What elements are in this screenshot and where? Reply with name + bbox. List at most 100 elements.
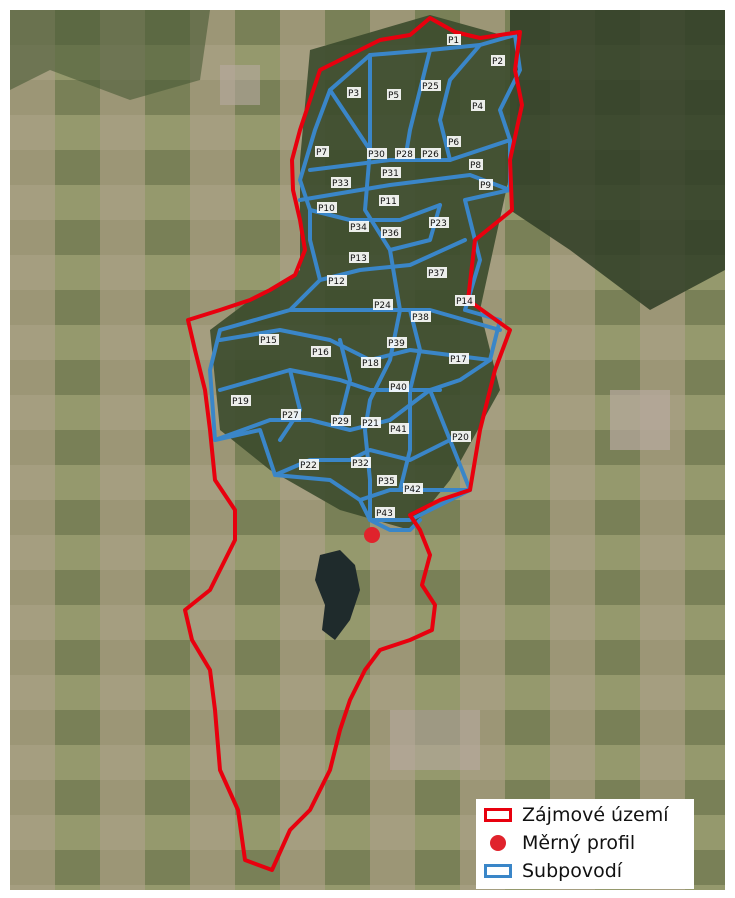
gauge-swatch bbox=[490, 835, 506, 851]
legend-item-study-area: Zájmové území bbox=[484, 802, 669, 828]
subbasin-label-bg bbox=[381, 227, 401, 238]
subbasin-label-p5: P5 bbox=[388, 91, 399, 101]
subbasin-label-bg bbox=[231, 395, 251, 406]
legend-label-gauge: Měrný profil bbox=[522, 832, 636, 854]
subbasin-label-bg bbox=[395, 148, 415, 159]
legend-label-study-area: Zájmové území bbox=[522, 804, 669, 826]
subbasin-label-bg bbox=[351, 457, 371, 468]
subbasin-label-bg bbox=[403, 483, 423, 494]
subbasin-label-bg bbox=[389, 423, 409, 434]
subbasin-label-p24: P24 bbox=[374, 301, 391, 311]
subbasin-label-bg bbox=[377, 475, 397, 486]
forest-east bbox=[510, 10, 725, 310]
subbasin-label-bg bbox=[491, 55, 505, 66]
legend-item-gauge: Měrný profil bbox=[484, 830, 635, 856]
village-south bbox=[390, 710, 480, 770]
subbasin-label-bg bbox=[361, 357, 381, 368]
study-area-swatch bbox=[484, 808, 512, 822]
subbasin-label-p25: P25 bbox=[422, 82, 439, 92]
subbasin-label-bg bbox=[469, 159, 483, 170]
subbasin-label-p31: P31 bbox=[382, 169, 399, 179]
subbasin-label-p16: P16 bbox=[312, 348, 329, 358]
subbasin-label-p26: P26 bbox=[422, 150, 439, 160]
subbasin-label-p2: P2 bbox=[492, 57, 503, 67]
subbasin-label-p14: P14 bbox=[456, 297, 473, 307]
subbasin-labels: P1P2P3P4P5P6P7P8P9P10P11P12P13P14P15P16P… bbox=[231, 34, 505, 519]
satellite-map[interactable]: P1P2P3P4P5P6P7P8P9P10P11P12P13P14P15P16P… bbox=[10, 10, 725, 890]
subbasin-label-p35: P35 bbox=[378, 477, 395, 487]
subbasin-label-bg bbox=[347, 87, 361, 98]
subbasin-label-bg bbox=[361, 417, 381, 428]
subbasin-label-p29: P29 bbox=[332, 417, 349, 427]
subbasin-label-p37: P37 bbox=[428, 269, 445, 279]
subbasin-label-bg bbox=[479, 179, 493, 190]
subbasin-label-bg bbox=[421, 148, 441, 159]
subbasin-label-p23: P23 bbox=[430, 219, 447, 229]
subbasin-label-p15: P15 bbox=[260, 336, 277, 346]
subbasin-label-bg bbox=[299, 459, 319, 470]
subbasin-label-p34: P34 bbox=[350, 223, 367, 233]
subbasin-label-bg bbox=[447, 34, 461, 45]
subbasin-label-p30: P30 bbox=[368, 150, 385, 160]
subbasin-label-bg bbox=[349, 221, 369, 232]
subbasin-label-p22: P22 bbox=[300, 461, 317, 471]
subbasin-boundaries bbox=[208, 33, 522, 532]
subbasin-label-bg bbox=[331, 415, 351, 426]
subbasin-label-p10: P10 bbox=[318, 204, 335, 214]
gauge-point[interactable] bbox=[364, 527, 380, 543]
subbasin-label-p3: P3 bbox=[348, 89, 359, 99]
subbasin-label-p9: P9 bbox=[480, 181, 491, 191]
subbasin-label-p19: P19 bbox=[232, 397, 249, 407]
subbasin-label-bg bbox=[379, 195, 399, 206]
subbasin-label-p11: P11 bbox=[380, 197, 397, 207]
subbasin-label-p21: P21 bbox=[362, 419, 379, 429]
legend-label-subbasins: Subpovodí bbox=[522, 860, 623, 882]
subbasin-label-bg bbox=[451, 431, 471, 442]
legend-item-subbasins: Subpovodí bbox=[484, 858, 622, 884]
subbasin-label-bg bbox=[449, 353, 469, 364]
subbasin-label-p4: P4 bbox=[472, 102, 483, 112]
subbasin-label-bg bbox=[349, 252, 369, 263]
subbasin-label-bg bbox=[367, 148, 387, 159]
subbasin-label-bg bbox=[429, 217, 449, 228]
subbasin-label-bg bbox=[259, 334, 279, 345]
subbasin-label-bg bbox=[387, 89, 401, 100]
subbasin-label-p27: P27 bbox=[282, 411, 299, 421]
subbasin-label-bg bbox=[375, 507, 395, 518]
subbasin-label-p40: P40 bbox=[390, 383, 407, 393]
subbasin-label-bg bbox=[455, 295, 475, 306]
subbasin-label-bg bbox=[421, 80, 441, 91]
subbasin-label-p39: P39 bbox=[388, 339, 405, 349]
subbasin-label-bg bbox=[281, 409, 301, 420]
subbasin-label-p7: P7 bbox=[316, 148, 327, 158]
subbasin-label-bg bbox=[331, 177, 351, 188]
subbasin-label-bg bbox=[411, 311, 431, 322]
subbasin-label-bg bbox=[427, 267, 447, 278]
subbasin-label-p20: P20 bbox=[452, 433, 469, 443]
reservoir bbox=[315, 550, 360, 640]
subbasin-label-bg bbox=[389, 381, 409, 392]
subbasin-label-p28: P28 bbox=[396, 150, 413, 160]
subbasin-label-p43: P43 bbox=[376, 509, 393, 519]
village-northwest bbox=[220, 65, 260, 105]
subbasin-label-bg bbox=[373, 299, 393, 310]
village-east bbox=[610, 390, 670, 450]
subbasin-label-p42: P42 bbox=[404, 485, 421, 495]
subbasin-label-bg bbox=[447, 136, 461, 147]
subbasin-label-p8: P8 bbox=[470, 161, 481, 171]
subbasin-label-bg bbox=[471, 100, 485, 111]
subbasin-label-p32: P32 bbox=[352, 459, 369, 469]
subbasin-label-p6: P6 bbox=[448, 138, 459, 148]
subbasin-label-p12: P12 bbox=[328, 277, 345, 287]
subbasin-label-bg bbox=[311, 346, 331, 357]
subbasin-label-p13: P13 bbox=[350, 254, 367, 264]
legend: Zájmové území Měrný profil Subpovodí bbox=[476, 799, 694, 889]
forest-northwest bbox=[10, 10, 210, 100]
subbasin-label-bg bbox=[315, 146, 329, 157]
subbasin-label-p41: P41 bbox=[390, 425, 407, 435]
subbasin-label-bg bbox=[381, 167, 401, 178]
subbasin-label-p1: P1 bbox=[448, 36, 459, 46]
subbasin-label-p38: P38 bbox=[412, 313, 429, 323]
subbasin-label-p18: P18 bbox=[362, 359, 379, 369]
